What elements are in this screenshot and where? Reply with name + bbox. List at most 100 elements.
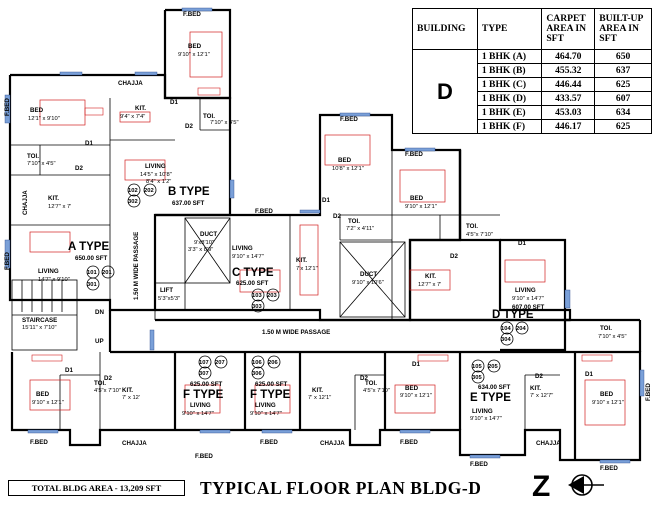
room-labels: F.BED CHAJJA F.BED CHAJJA F.BED F.BED F.… — [4, 11, 652, 472]
f2-unit-306: 306 — [252, 371, 262, 377]
row-builtup: 637 — [594, 63, 652, 78]
table-row: D 1 BHK (A) 464.70 650 — [412, 49, 652, 134]
d-type-name: D TYPE — [492, 309, 534, 321]
f1-toi-label: TOI. — [94, 380, 106, 387]
row-type: 1 BHK (A) — [476, 49, 543, 64]
b-type-name: B TYPE — [168, 186, 210, 198]
b-toi-label: TOI. — [203, 113, 215, 120]
b-unit-302: 302 — [128, 199, 138, 205]
a-bed-dim: 12'1" x 9'10" — [28, 116, 60, 122]
d-type-area: 607.00 SFT — [512, 304, 545, 311]
horizontal-passage-label: 1.50 M WIDE PASSAGE — [262, 329, 330, 336]
lift-label: LIFT — [160, 287, 173, 294]
wall-outline — [8, 8, 642, 462]
fbed-label-d2: F.BED — [600, 465, 618, 472]
chajja-label-top: CHAJJA — [118, 80, 143, 87]
f1-kit-label: KIT. — [122, 387, 133, 394]
f1-toi-dim: 4'5"x 7'10" — [94, 388, 121, 394]
d-d1: D1 — [518, 240, 526, 247]
fbed-label-c2: F.BED — [340, 116, 358, 123]
row-type: 1 BHK (F) — [476, 119, 543, 134]
c-type-name: C TYPE — [232, 267, 274, 279]
d-living-dim: 9'10" x 14'7" — [512, 296, 544, 302]
f2-living-label: LIVING — [255, 402, 276, 409]
f2-d2: D2 — [360, 375, 368, 382]
c-unit-303: 303 — [252, 304, 262, 310]
b-living-dim: 14'5" x 10'8" — [140, 172, 172, 178]
row-builtup: 650 — [594, 49, 652, 64]
c-type-area: 625.00 SFT — [236, 280, 269, 287]
d-kit-label: KIT. — [425, 273, 436, 280]
row-builtup: 625 — [594, 119, 652, 134]
a-toi-label: TOI. — [27, 153, 39, 160]
f2-toi-dim: 4'5"x 7'10" — [363, 388, 390, 394]
f1-unit-107: 107 — [199, 360, 209, 366]
c-unit-103: 103 — [252, 293, 262, 299]
f1-bed-dim: 9'10" x 12'1" — [32, 400, 64, 406]
d-living-label: LIVING — [515, 287, 536, 294]
d-toi2-dim: 7'10" x 4'5" — [598, 334, 627, 340]
b-bed-dim: 9'10" x 12'1" — [178, 52, 210, 58]
b-toi-dim: 7'10" x 4'5" — [210, 120, 239, 126]
row-type: 1 BHK (D) — [476, 91, 543, 106]
vertical-passage-label: 1.50 M WIDE PASSAGE — [133, 232, 140, 300]
f1-kit-dim: 7' x 12' — [122, 395, 140, 401]
f1-type-name: F TYPE — [183, 389, 224, 401]
c-living-label: LIVING — [232, 245, 253, 252]
b-unit-202: 202 — [144, 188, 154, 194]
d-bed-dim: 9'10" x 12'1" — [405, 204, 437, 210]
bed-strips — [31, 87, 613, 362]
f2-unit-106: 106 — [252, 360, 262, 366]
e-unit-105: 105 — [472, 364, 482, 370]
b-bed-label: BED — [188, 43, 202, 50]
c-d2: D2 — [333, 213, 341, 220]
a-kit-dim: 12'7" x 7' — [48, 204, 71, 210]
f2-kit-dim: 7' x 12'1" — [308, 395, 331, 401]
row-carpet: 464.70 — [541, 49, 596, 64]
f2-unit-206: 206 — [268, 360, 278, 366]
d-kit-dim: 12'7" x 7' — [418, 282, 441, 288]
e-d2: D2 — [535, 373, 543, 380]
fbed-label-c: F.BED — [255, 208, 273, 215]
c-kit-label: KIT. — [296, 257, 307, 264]
duct-right-label: DUCT — [360, 271, 377, 278]
c-living-dim: 9'10" x 14'7" — [232, 254, 264, 260]
fbed-label-a2: F.BED — [4, 252, 11, 270]
d-toi-dim: 4'5"x 7'10" — [466, 232, 493, 238]
row-carpet: 446.44 — [541, 77, 596, 92]
e-living-label: LIVING — [472, 408, 493, 415]
row-carpet: 433.57 — [541, 91, 596, 106]
a-toi-dim: 7'10" x 4'5" — [27, 161, 56, 167]
e-bed-dim: 9'10" x 12'1" — [592, 400, 624, 406]
c-bed-label: BED — [338, 157, 352, 164]
row-type: 1 BHK (E) — [476, 105, 543, 120]
table-row: 1 BHK (C) 446.44 625 — [413, 77, 652, 92]
table-row: 1 BHK (E) 453.03 634 — [413, 105, 652, 120]
e-d1: D1 — [585, 371, 593, 378]
f1-living-label: LIVING — [190, 402, 211, 409]
inner-partitions — [10, 97, 566, 430]
d-d2: D2 — [450, 253, 458, 260]
col-type: TYPE — [476, 8, 543, 50]
lift-dim: 5'3"x5'3" — [158, 296, 180, 302]
north-symbol: Z — [532, 470, 551, 503]
e-kit-label: KIT. — [530, 385, 541, 392]
e-type-name: E TYPE — [470, 392, 511, 404]
row-builtup: 634 — [594, 105, 652, 120]
f2-type-name: F TYPE — [250, 389, 291, 401]
d-unit-304: 304 — [501, 337, 511, 343]
e-unit-305: 305 — [472, 375, 482, 381]
windows — [4, 7, 645, 464]
fbed-label-d3: F.BED — [645, 383, 652, 401]
building-code: D — [412, 49, 478, 134]
fbed-label-d: F.BED — [405, 151, 423, 158]
fbed-label-e2: F.BED — [470, 461, 488, 468]
e-kit-dim: 7' x 12'7" — [530, 393, 553, 399]
area-table: BUILDING TYPE CARPET AREA IN SFT BUILT-U… — [412, 8, 652, 134]
row-type: 1 BHK (B) — [476, 63, 543, 78]
a-type-name: A TYPE — [68, 241, 109, 253]
table-row: 1 BHK (F) 446.17 625 — [413, 119, 652, 134]
col-builtup: BUILT-UP AREA IN SFT — [594, 8, 652, 50]
f1-d2: D2 — [104, 375, 112, 382]
row-type: 1 BHK (C) — [476, 77, 543, 92]
